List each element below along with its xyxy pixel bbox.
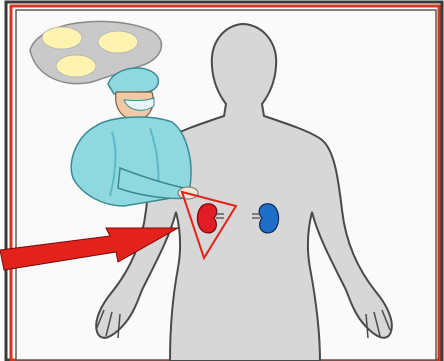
illustration-canvas — [0, 0, 444, 361]
illustration-svg — [0, 0, 444, 361]
